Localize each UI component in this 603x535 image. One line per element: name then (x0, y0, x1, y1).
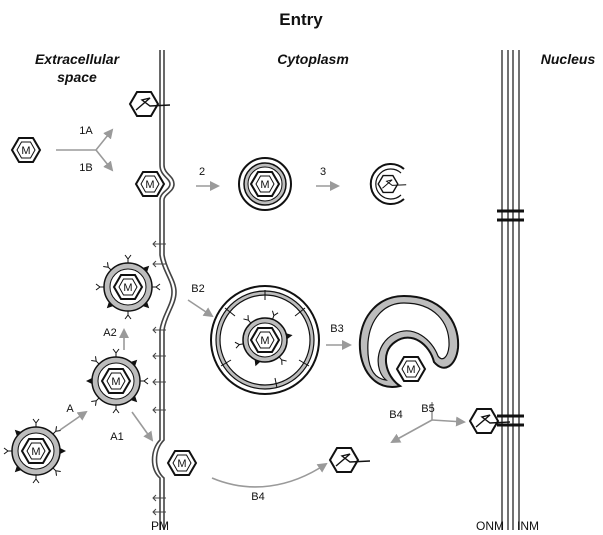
step-label-A: A (66, 403, 74, 415)
arrow-B4-lower (212, 464, 326, 487)
step-label-B5: B5 (421, 403, 434, 415)
step-label-1B: 1B (79, 162, 92, 174)
capsid-at-pm: M (136, 172, 164, 196)
region-label-extracellular: Extracellular (35, 51, 121, 67)
svg-text:M: M (145, 179, 154, 191)
region-label-space: space (57, 69, 97, 85)
arrow-B2 (188, 300, 212, 316)
capsid-escaping-endosome (371, 164, 406, 204)
nuclear-pore-upper (497, 211, 524, 220)
svg-text:M: M (406, 364, 415, 376)
label-pm: PM (151, 519, 169, 533)
label-inm: INM (517, 519, 539, 533)
enveloped-virion-extracellular: M (4, 419, 66, 483)
svg-text:M: M (177, 458, 186, 470)
step-label-B4-lower: B4 (251, 491, 264, 503)
free-capsid-extracellular: M (12, 138, 40, 162)
capsid-uncoating-cytoplasm (330, 448, 370, 472)
region-label-nucleus: Nucleus (541, 51, 596, 67)
nuclear-envelope (502, 50, 519, 530)
capsid-released-from-endosome: M (397, 357, 425, 381)
endosome-with-enveloped-virion: M (211, 286, 319, 394)
step-label-B3: B3 (330, 323, 343, 335)
svg-text:M: M (111, 376, 120, 388)
step-label-1A: 1A (79, 125, 93, 137)
svg-text:M: M (260, 179, 269, 191)
step-label-A1: A1 (110, 431, 123, 443)
step-label-2: 2 (199, 166, 205, 178)
svg-text:M: M (21, 145, 30, 157)
arrow-A1 (132, 412, 152, 440)
nuclear-pore-lower (497, 416, 524, 425)
enveloped-virion-attached: M (96, 255, 160, 319)
region-label-cytoplasm: Cytoplasm (277, 51, 349, 67)
step-label-A2: A2 (103, 327, 116, 339)
capsid-at-nuclear-pore (470, 409, 510, 433)
step-label-3: 3 (320, 166, 326, 178)
endosome-with-capsid: M (239, 158, 291, 210)
svg-text:M: M (31, 446, 40, 458)
step-label-B2: B2 (191, 283, 204, 295)
enveloped-virion-binding: M (86, 349, 148, 413)
diagram-title: Entry (279, 10, 323, 29)
svg-text:M: M (260, 335, 269, 347)
step-label-B4-upper: B4 (389, 409, 402, 421)
capsid-after-fusion: M (168, 451, 196, 475)
label-onm: ONM (476, 519, 504, 533)
svg-text:M: M (123, 282, 132, 294)
